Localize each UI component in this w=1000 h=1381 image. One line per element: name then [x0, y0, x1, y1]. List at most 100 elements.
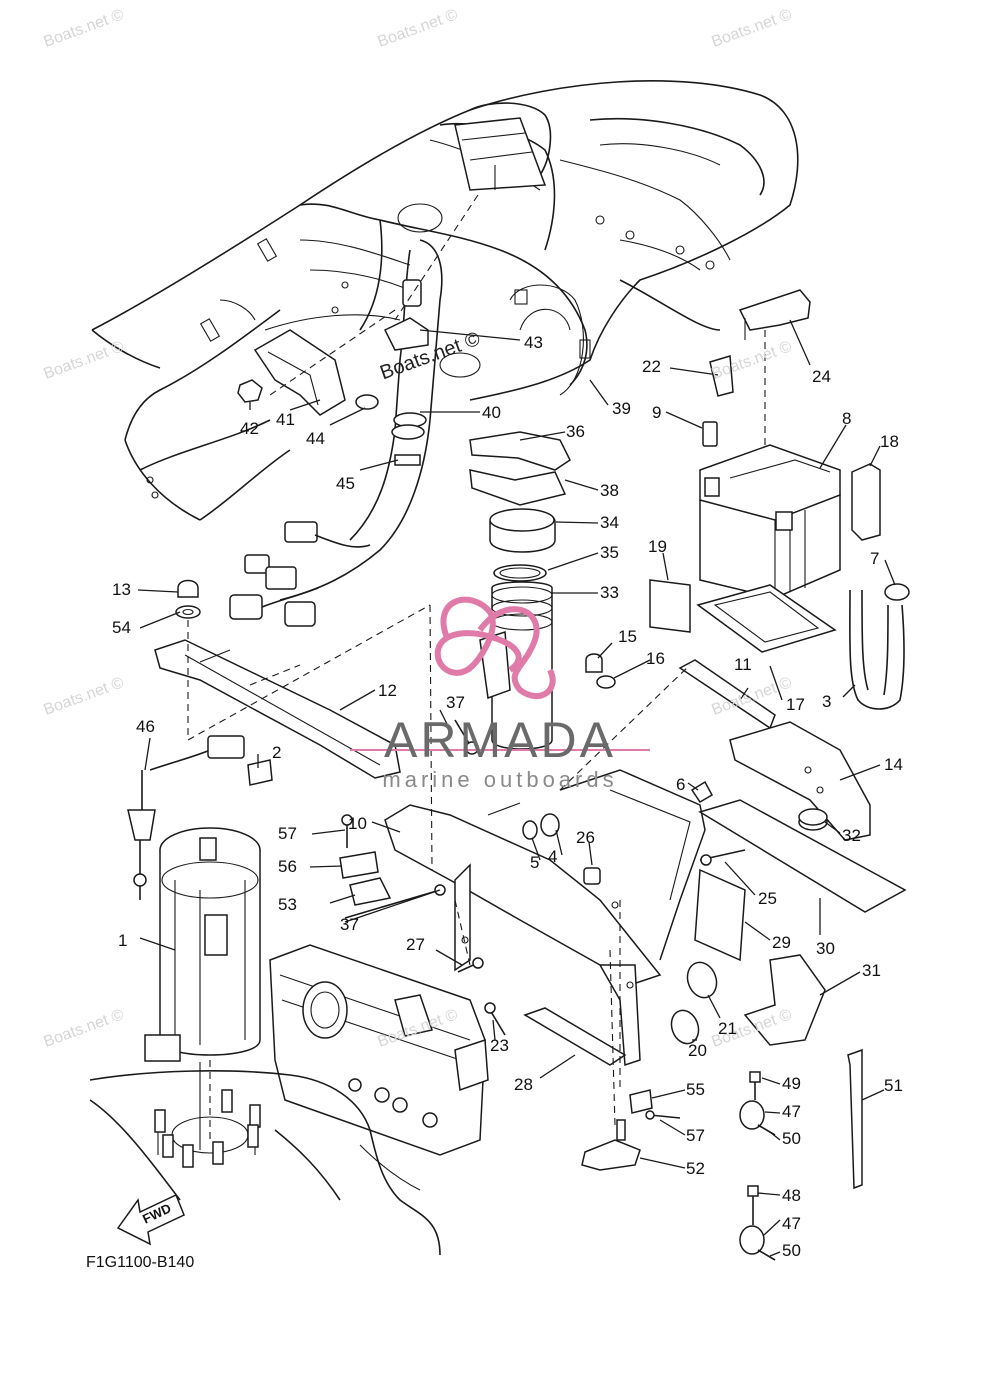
callout-37-lower: 37	[340, 915, 359, 934]
callout-53: 53	[278, 895, 297, 914]
callout-19: 19	[648, 537, 667, 556]
bolt-57-upper	[341, 814, 353, 848]
callout-3: 3	[822, 692, 832, 711]
cover-18	[851, 463, 881, 541]
clip-25	[699, 849, 746, 866]
callout-27: 27	[406, 935, 425, 954]
pad-30	[698, 799, 907, 913]
frame-bracket-10	[384, 769, 706, 1067]
callout-50-lower: 50	[782, 1241, 801, 1260]
callout-34: 34	[600, 513, 619, 532]
cable-tie-51	[847, 1048, 863, 1190]
pin-49	[749, 1071, 761, 1100]
callout-47-upper: 47	[782, 1102, 801, 1121]
bracket-52	[581, 1119, 641, 1171]
callout-8: 8	[842, 409, 852, 428]
pad-28	[523, 1007, 627, 1066]
brand-logo-icon	[350, 596, 650, 751]
callout-7: 7	[870, 549, 880, 568]
washer-16	[596, 675, 616, 689]
grommets-20-21	[670, 961, 718, 1045]
washer-54	[175, 605, 201, 619]
callout-41: 41	[276, 410, 295, 429]
damper-26	[583, 867, 601, 885]
callout-52: 52	[686, 1159, 705, 1178]
callout-5: 5	[530, 853, 540, 872]
callout-39: 39	[612, 399, 631, 418]
callout-23: 23	[490, 1036, 509, 1055]
callout-36: 36	[566, 422, 585, 441]
brand-name: ARMADA	[384, 712, 616, 768]
callout-44: 44	[306, 429, 325, 448]
callout-29: 29	[772, 933, 791, 952]
hull-deck-outline	[91, 80, 799, 521]
callout-33: 33	[600, 583, 619, 602]
clamp-47-lower	[739, 1225, 776, 1261]
assembly-lines	[187, 194, 766, 1140]
bracket-22	[709, 355, 734, 397]
callout-31: 31	[862, 961, 881, 980]
callout-35: 35	[600, 543, 619, 562]
pad-29	[694, 868, 746, 962]
bracket-41	[253, 329, 346, 416]
callout-13: 13	[112, 580, 131, 599]
callout-48: 48	[782, 1186, 801, 1205]
callout-32: 32	[842, 826, 861, 845]
pin-57-lower	[645, 1110, 681, 1120]
holder-53	[349, 877, 392, 906]
callout-51: 51	[884, 1076, 903, 1095]
callout-10: 10	[348, 814, 367, 833]
o-ring-35	[493, 564, 547, 582]
collar-4-5	[522, 813, 560, 840]
pin-48	[747, 1185, 759, 1225]
callout-42: 42	[240, 419, 259, 438]
callout-14: 14	[884, 755, 903, 774]
callout-45: 45	[336, 474, 355, 493]
bracket-43	[383, 317, 429, 351]
callout-50-upper: 50	[782, 1129, 801, 1148]
bracket-14	[729, 721, 871, 841]
filler-cap-34	[489, 508, 556, 553]
callout-25: 25	[758, 889, 777, 908]
callout-38: 38	[600, 481, 619, 500]
lower-hull-outline	[89, 1070, 441, 1256]
callout-6: 6	[676, 775, 686, 794]
callout-49: 49	[782, 1074, 801, 1093]
callout-22: 22	[642, 357, 661, 376]
grommet-32	[798, 808, 828, 831]
callout-30: 30	[816, 939, 835, 958]
brand-watermark: ARMADA marine outboards	[345, 715, 655, 793]
nut-42	[237, 379, 263, 403]
callout-28: 28	[514, 1075, 533, 1094]
diagram-code: F1G1100-B140	[86, 1254, 195, 1271]
callout-37-upper: 37	[446, 693, 465, 712]
electrical-box	[269, 944, 489, 1156]
clip-55	[629, 1089, 653, 1114]
pump-mount-bolts	[154, 1089, 261, 1168]
callout-15: 15	[618, 627, 637, 646]
crossmember-12	[154, 639, 401, 779]
pad-19	[649, 579, 691, 633]
bolt-6	[690, 780, 714, 804]
callout-1: 1	[118, 931, 128, 950]
battery-strap-24	[738, 289, 811, 340]
callout-20: 20	[688, 1041, 707, 1060]
callout-16: 16	[646, 649, 665, 668]
strap-36	[469, 431, 571, 471]
grommet-44	[355, 394, 379, 410]
battery-tray-17	[696, 584, 837, 653]
battery-8	[699, 444, 841, 599]
callout-26: 26	[576, 828, 595, 847]
clamp-47-upper	[739, 1100, 776, 1136]
callout-2: 2	[272, 743, 282, 762]
callout-40: 40	[482, 403, 501, 422]
bolt-9	[702, 421, 718, 447]
callout-57-upper: 57	[278, 824, 297, 843]
callout-56: 56	[278, 857, 297, 876]
rivet-23	[484, 1002, 506, 1036]
nut-13	[177, 579, 199, 598]
callout-43: 43	[524, 333, 543, 352]
bolt-15	[585, 653, 603, 673]
fuel-hose-assembly	[229, 239, 443, 627]
